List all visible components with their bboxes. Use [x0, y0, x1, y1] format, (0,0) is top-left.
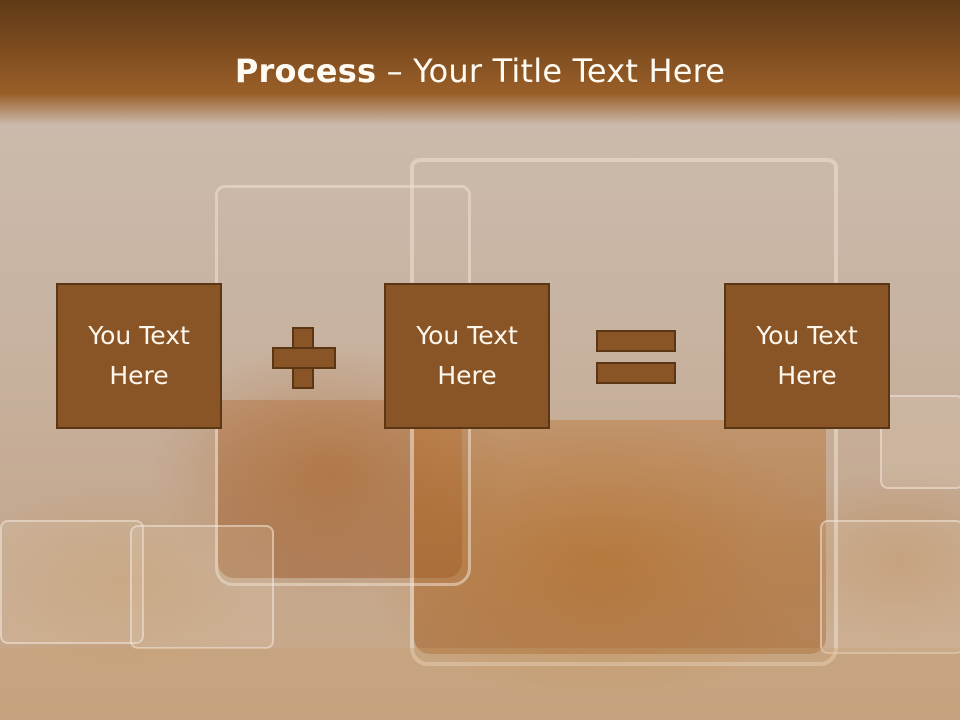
whisky-liquid-right	[414, 420, 826, 654]
process-box-text: You Text Here	[742, 316, 872, 396]
process-box-line2: Here	[777, 361, 837, 390]
slide-title[interactable]: Process – Your Title Text Here	[0, 52, 960, 90]
ice-cube	[130, 525, 274, 649]
process-box-line2: Here	[109, 361, 169, 390]
equals-icon	[596, 330, 676, 384]
ice-cube	[820, 520, 960, 654]
process-box-2[interactable]: You Text Here	[384, 283, 550, 429]
title-bar: Process – Your Title Text Here	[0, 0, 960, 125]
title-bold: Process	[234, 52, 377, 90]
process-box-line2: Here	[437, 361, 497, 390]
process-box-1[interactable]: You Text Here	[56, 283, 222, 429]
plus-icon	[272, 327, 336, 389]
process-box-line1: You Text	[416, 321, 518, 350]
table-surface	[0, 648, 960, 720]
process-box-line1: You Text	[88, 321, 190, 350]
title-rest: – Your Title Text Here	[376, 52, 726, 90]
ice-cube	[0, 520, 144, 644]
process-box-text: You Text Here	[74, 316, 204, 396]
ice-cube	[880, 395, 960, 489]
process-box-3[interactable]: You Text Here	[724, 283, 890, 429]
process-box-line1: You Text	[756, 321, 858, 350]
process-box-text: You Text Here	[402, 316, 532, 396]
